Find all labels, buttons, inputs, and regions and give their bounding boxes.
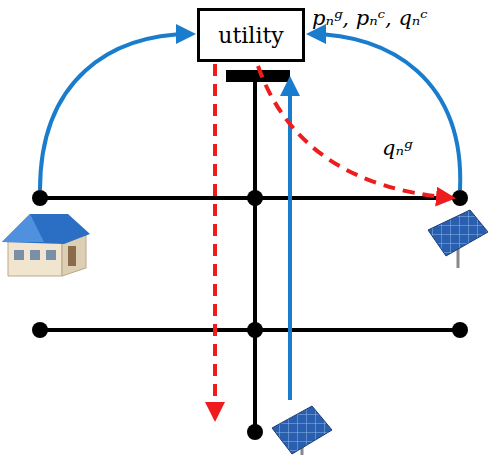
node-text: utility (218, 23, 283, 48)
solar-panel (428, 210, 488, 268)
house-icon (2, 214, 90, 276)
feeder-lines (40, 80, 460, 432)
math-label: qₙᵍ (382, 136, 412, 160)
math-label: pₙᵍ, pₙᶜ, qₙᶜ (312, 6, 428, 30)
upload-arrows (40, 34, 460, 400)
solar-panel (272, 406, 332, 455)
utility-box: utility (197, 8, 305, 62)
bus-dots (32, 190, 468, 440)
signal-arrows (215, 64, 452, 418)
